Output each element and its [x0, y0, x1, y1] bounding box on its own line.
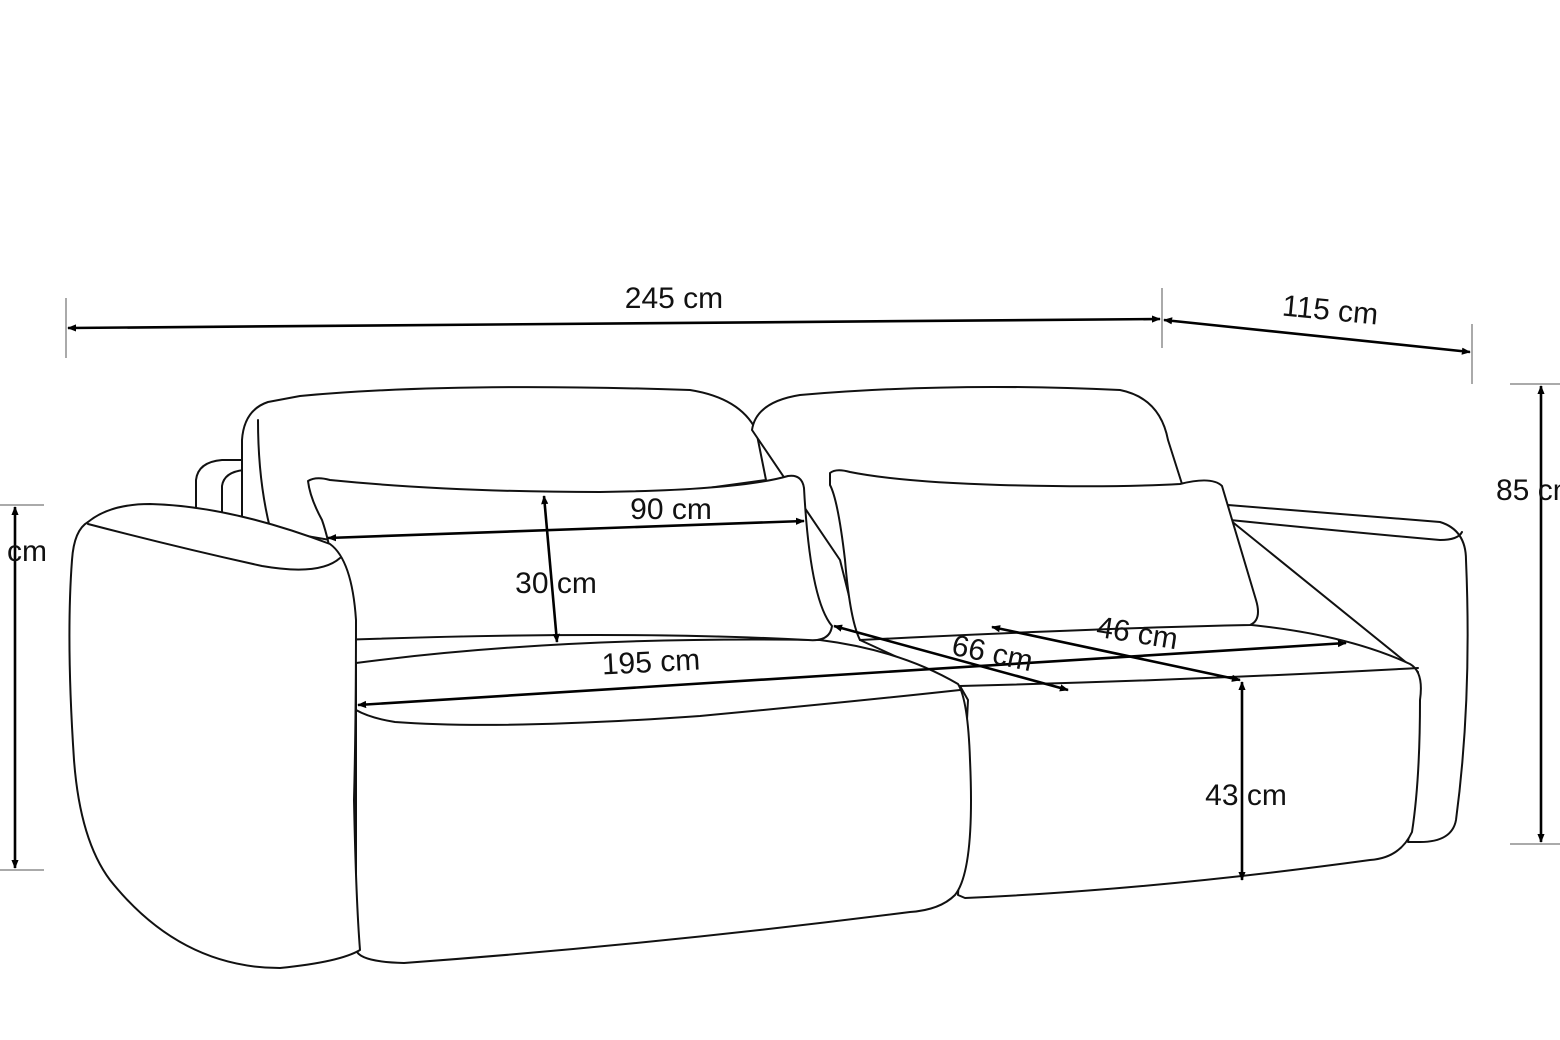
depth-arrow [1163, 317, 1471, 355]
width-total-label: 245 cm [625, 282, 723, 315]
seat-depth-inner-arrow [991, 625, 1241, 682]
dimension-labels: 245 cm 115 cm 85 cm 4 cm 90 cm 30 cm 195… [0, 282, 1560, 812]
width-total-arrow [67, 315, 1161, 332]
left-pillow [307, 474, 833, 642]
depth-label: 115 cm [1281, 289, 1380, 331]
cushion-height-arrow [541, 495, 560, 643]
dimension-lines [11, 315, 1545, 881]
height-label: 85 cm [1496, 474, 1560, 507]
sofa-drawing [68, 385, 1469, 969]
cushion-height-label: 30 cm [515, 567, 597, 600]
left-armrest [68, 503, 361, 969]
cushion-width-arrow [327, 517, 805, 542]
right-pillow [829, 469, 1259, 641]
seat-height-label: 43 cm [1205, 779, 1287, 812]
arm-height-label: 4 cm [0, 535, 47, 568]
seat-width-label: 195 cm [601, 643, 701, 681]
cushion-width-label: 90 cm [630, 493, 712, 526]
left-seat [355, 638, 972, 964]
extension-lines [0, 288, 1560, 871]
